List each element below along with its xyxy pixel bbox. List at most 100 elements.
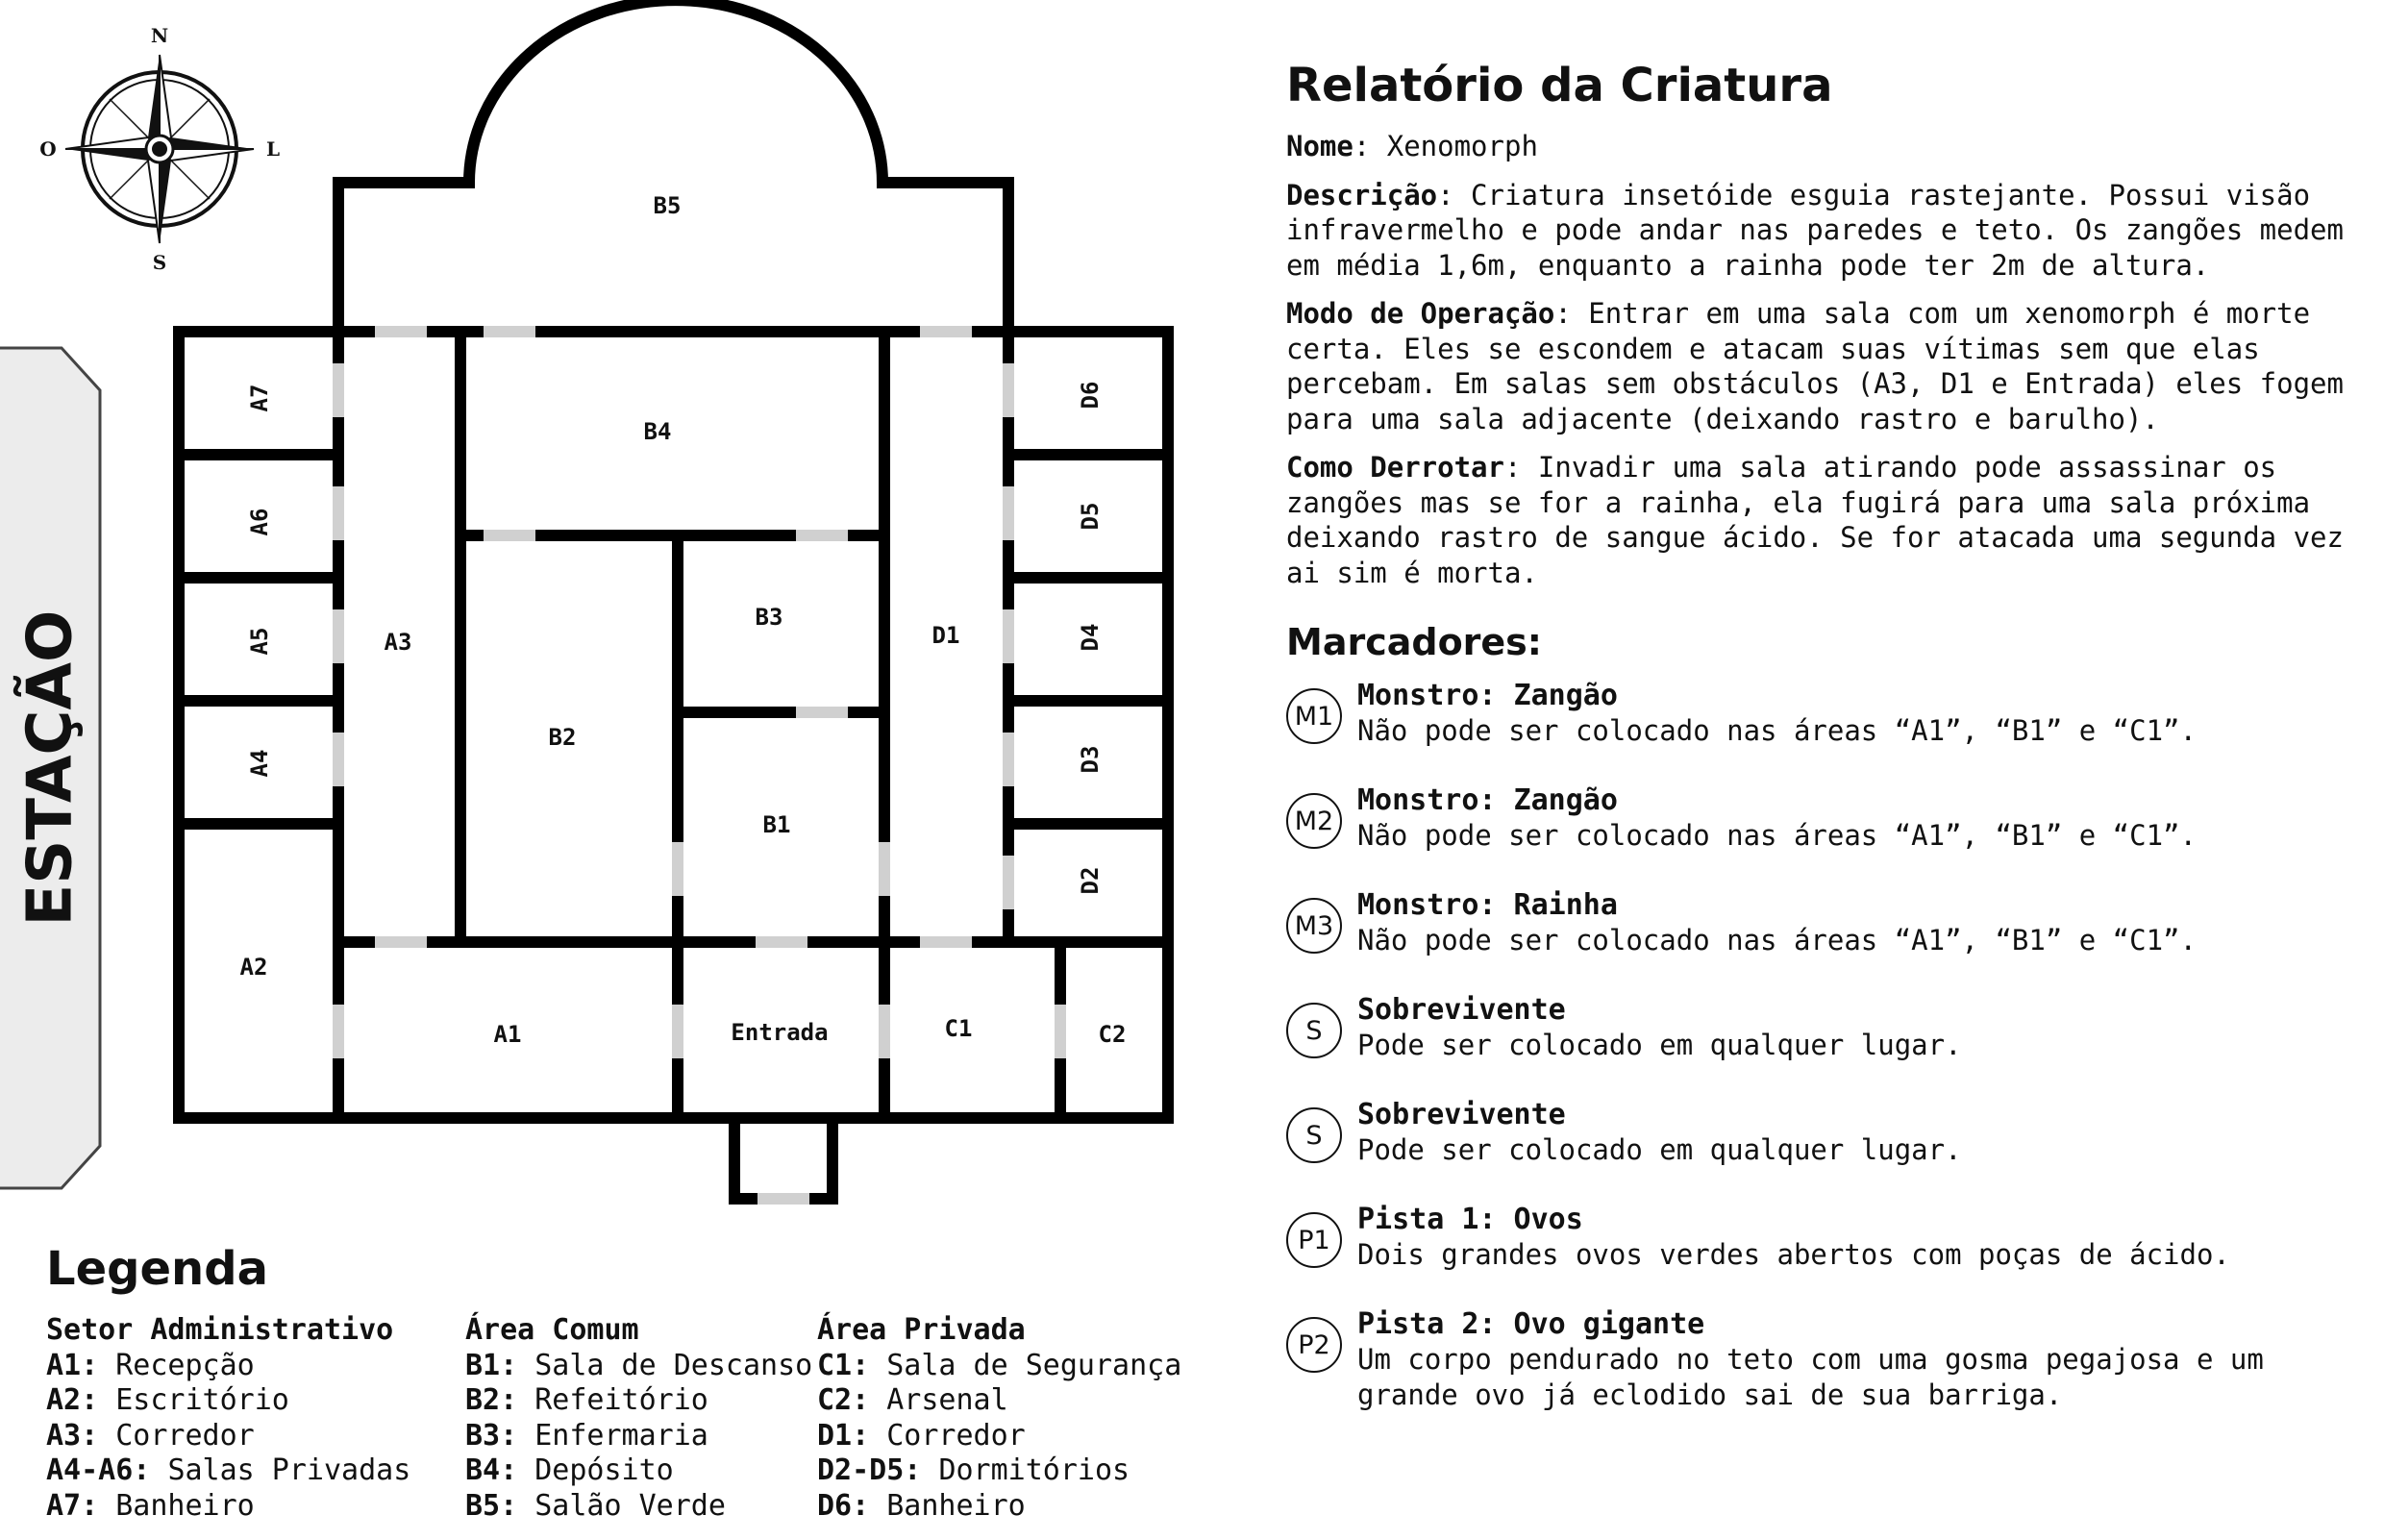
- compass-west-label: O: [39, 137, 56, 161]
- legend-row: C2: Arsenal: [817, 1383, 1008, 1417]
- door-d1-c1: [920, 936, 972, 948]
- compass-north-label: N: [151, 24, 168, 47]
- station-map: N S L O: [39, 0, 1174, 1205]
- door-a5: [333, 609, 344, 663]
- marker-text: Pode ser colocado em qualquer lugar.: [1357, 1029, 1962, 1061]
- door-main-entrance: [757, 1193, 809, 1205]
- door-b1-entrada: [672, 842, 683, 896]
- door-d5: [1003, 486, 1014, 540]
- room-label-b4: B4: [644, 418, 672, 445]
- door-a7: [333, 363, 344, 417]
- legend-row: B4: Depósito: [465, 1453, 674, 1487]
- report-name-label: Nome: [1286, 130, 1353, 162]
- room-label-d1: D1: [932, 622, 960, 649]
- room-label-b1: B1: [763, 811, 791, 838]
- legend-row: A7: Banheiro: [46, 1488, 255, 1523]
- legend-column-heading: Área Comum: [465, 1313, 639, 1347]
- room-label-a4: A4: [246, 750, 273, 778]
- marker-badge: M3: [1286, 898, 1342, 954]
- legend-row: B2: Refeitório: [465, 1383, 708, 1417]
- marker-title: Sobrevivente: [1357, 1098, 1566, 1131]
- report-description-text: : Criatura insetóide esguia rastejante. …: [1286, 178, 2344, 282]
- door-d3: [1003, 733, 1014, 786]
- legend-column-common: Área Comum B1: Sala de Descanso B2: Refe…: [465, 1313, 812, 1524]
- marker-badge: S: [1286, 1107, 1342, 1163]
- door-a1-entrada: [672, 1005, 683, 1058]
- room-label-c1: C1: [945, 1015, 973, 1042]
- door-b5-b4: [484, 326, 535, 337]
- report-operation-label: Modo de Operação: [1286, 297, 1555, 330]
- entrance-annex: [729, 1112, 838, 1205]
- report-operation-text: : Entrar em uma sala com um xenomorph é …: [1286, 297, 2344, 435]
- room-label-a3: A3: [385, 629, 412, 656]
- marker-title: Monstro: Rainha: [1357, 888, 1618, 922]
- marker-text: Pode ser colocado em qualquer lugar.: [1357, 1133, 1962, 1166]
- marker-title: Sobrevivente: [1357, 993, 1566, 1027]
- room-label-c2: C2: [1099, 1021, 1127, 1048]
- legend-row: D1: Corredor: [817, 1418, 1026, 1453]
- report-description-label: Descrição: [1286, 178, 1438, 211]
- room-label-d5: D5: [1077, 503, 1104, 531]
- legend-row: B1: Sala de Descanso: [465, 1348, 813, 1382]
- door-entrada-c1: [879, 1005, 890, 1058]
- marker-badge: P1: [1286, 1212, 1342, 1268]
- door-d2: [1003, 856, 1014, 909]
- legend: Legenda Setor Administrativo A1: Recepçã…: [46, 1240, 1181, 1523]
- marker-badge: S: [1286, 1003, 1342, 1058]
- door-d4: [1003, 609, 1014, 663]
- marker-text: Não pode ser colocado nas áreas “A1”, “B…: [1357, 924, 2197, 956]
- room-label-a2: A2: [240, 954, 268, 981]
- room-labels: B5 B4 B3 B2 B1 A3 D1 A2 A1 Entrada C1 C2…: [240, 192, 1127, 1048]
- door-b1-d1: [879, 842, 890, 896]
- marker-title: Pista 1: Ovos: [1357, 1203, 1583, 1236]
- door-b5-a3: [375, 326, 427, 337]
- creature-report: Relatório da Criatura Nome: Xenomorph De…: [1286, 56, 2363, 604]
- legend-row: C1: Sala de Segurança: [817, 1348, 1182, 1382]
- room-label-a1: A1: [494, 1021, 522, 1048]
- door-b3-b1: [796, 707, 848, 718]
- room-label-a6: A6: [246, 509, 273, 536]
- marker-text: Dois grandes ovos verdes abertos com poç…: [1357, 1238, 2230, 1271]
- marker-badge: M1: [1286, 688, 1342, 744]
- marker-title: Monstro: Zangão: [1357, 679, 1618, 712]
- door-b4-b2: [484, 530, 535, 541]
- legend-row: B5: Salão Verde: [465, 1488, 726, 1523]
- marker-text: Não pode ser colocado nas áreas “A1”, “B…: [1357, 714, 2197, 747]
- room-label-b5: B5: [654, 192, 682, 219]
- marker-badge: P2: [1286, 1317, 1342, 1373]
- door-d6: [1003, 363, 1014, 417]
- report-title: Relatório da Criatura: [1286, 59, 1833, 112]
- marker-text: Não pode ser colocado nas áreas “A1”, “B…: [1357, 819, 2197, 852]
- legend-row: D6: Banheiro: [817, 1488, 1026, 1523]
- compass-south-label: S: [153, 251, 166, 274]
- door-b4-b3: [796, 530, 848, 541]
- compass-east-label: L: [266, 137, 280, 161]
- door-a6: [333, 486, 344, 540]
- room-label-d2: D2: [1077, 867, 1104, 895]
- door-b5-d1: [920, 326, 972, 337]
- legend-row: D2-D5: Dormitórios: [817, 1453, 1130, 1487]
- report-operation: Modo de Operação: Entrar em uma sala com…: [1286, 296, 2363, 436]
- room-label-a7: A7: [246, 385, 273, 412]
- report-description: Descrição: Criatura insetóide esguia ras…: [1286, 178, 2363, 284]
- door-a2: [333, 1005, 344, 1058]
- marker-text: Um corpo pendurado no teto com uma gosma…: [1357, 1343, 2264, 1411]
- outer-walls: [173, 326, 1174, 1124]
- legend-row: A2: Escritório: [46, 1383, 289, 1417]
- compass-rose: [64, 54, 255, 244]
- report-defeat: Como Derrotar: Invadir uma sala atirando…: [1286, 450, 2363, 590]
- report-name-value: : Xenomorph: [1353, 130, 1538, 162]
- legend-title: Legenda: [46, 1242, 268, 1296]
- map-doors: [333, 326, 1066, 1205]
- marker-title: Monstro: Zangão: [1357, 783, 1618, 817]
- legend-row: A4-A6: Salas Privadas: [46, 1453, 411, 1487]
- station-tab: [0, 346, 102, 1190]
- legend-column-heading: Área Privada: [817, 1313, 1026, 1347]
- room-label-d6: D6: [1077, 382, 1104, 410]
- legend-row: A1: Recepção: [46, 1348, 255, 1382]
- door-b1-bottom: [756, 936, 807, 948]
- report-defeat-label: Como Derrotar: [1286, 451, 1504, 484]
- marker-title: Pista 2: Ovo gigante: [1357, 1307, 1705, 1341]
- door-a3-a1: [375, 936, 427, 948]
